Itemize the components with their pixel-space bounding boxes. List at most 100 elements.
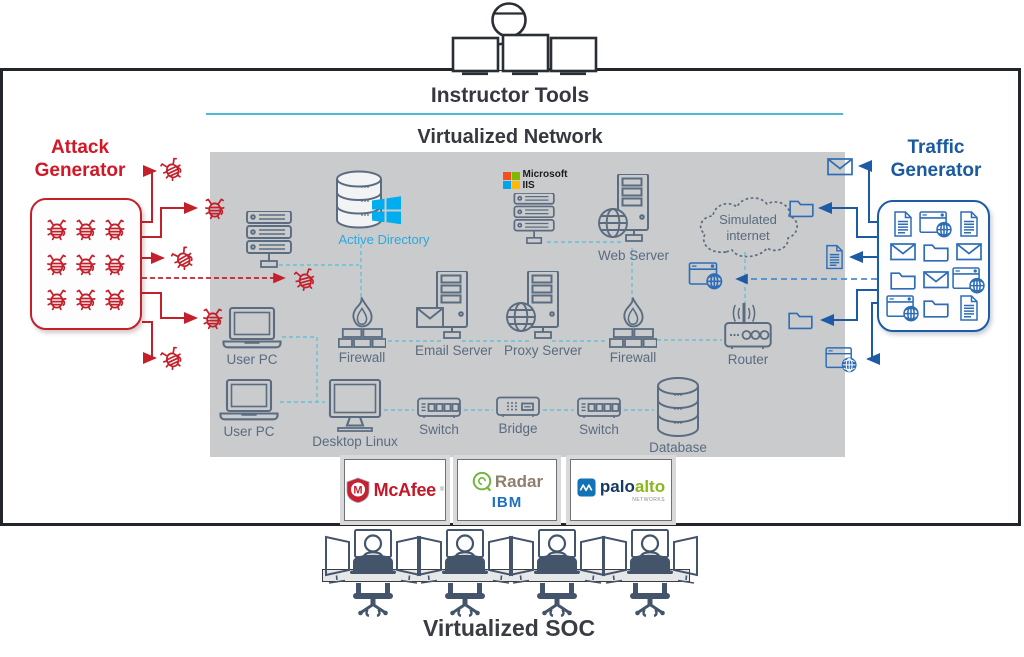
node-router: Router: [717, 300, 779, 368]
browser-globe-icon: [919, 210, 952, 237]
mcafee-logo-box: M McAfee®: [344, 459, 446, 521]
svg-text:M: M: [353, 485, 362, 497]
switch-icon: [417, 397, 461, 419]
switch-label: Switch: [419, 422, 459, 437]
browser-globe-icon: [688, 262, 723, 290]
bug-icon: [205, 198, 225, 220]
node-user-pc-bottom: User PC: [212, 378, 286, 440]
active-directory-icon: [336, 170, 401, 229]
browser-globe-icon: [886, 294, 919, 321]
envelope-icon: [827, 158, 853, 176]
database-label: Database: [649, 440, 707, 455]
node-active-directory: Active Directory: [334, 170, 434, 247]
firewall-icon: [609, 296, 657, 348]
paloalto-icon: [577, 477, 596, 497]
bug-icon: [76, 219, 96, 241]
ibm-wordmark: IBM: [491, 493, 523, 511]
paloalto-word1: palo: [599, 477, 635, 496]
paloalto-logo-box: paloalto NETWORKS: [570, 459, 672, 521]
user-pc-label: User PC: [223, 424, 275, 439]
document-icon: [893, 211, 912, 237]
iis-brand: Microsoft: [522, 169, 568, 180]
folder-icon: [788, 312, 813, 330]
switch-icon: [577, 397, 621, 419]
router-icon: [724, 301, 772, 350]
folder-icon: [922, 300, 949, 318]
paloalto-logo: paloalto NETWORKS: [577, 477, 666, 503]
node-desktop-linux: Desktop Linux: [312, 378, 398, 450]
document-icon: [959, 211, 978, 237]
qradar-wordmark: Radar: [494, 472, 544, 491]
node-iis: Microsoft IIS: [502, 169, 568, 245]
paloalto-word2: alto: [634, 477, 666, 496]
server-rack-icon: [246, 211, 292, 268]
mcafee-shield-icon: M: [346, 477, 370, 503]
soc-analyst-workstation: [508, 528, 606, 618]
divider-line: [206, 113, 843, 115]
mcafee-wordmark: McAfee: [373, 479, 437, 500]
instructor-figure: [451, 2, 598, 76]
node-simulated-internet: Simulated internet: [692, 186, 804, 266]
database-icon: [657, 377, 699, 437]
web-server-icon: [598, 174, 649, 242]
bug-icon: [105, 289, 125, 310]
attack-generator-title: Attack Generator: [34, 137, 126, 182]
laptop-icon: [219, 378, 279, 421]
firewall-icon: [338, 296, 386, 348]
router-label: Router: [727, 352, 769, 367]
qradar-q-icon: [472, 471, 492, 491]
node-proxy-server: Proxy Server: [504, 271, 583, 359]
bug-icon: [46, 219, 67, 241]
cloud-icon: [699, 197, 798, 258]
folder-icon: [889, 272, 916, 290]
bridge-label: Bridge: [498, 421, 538, 436]
node-database: Database: [648, 376, 708, 456]
envelope-icon: [889, 243, 916, 261]
envelope-icon: [955, 243, 982, 261]
soc-desk: [322, 569, 690, 582]
microsoft-iis-logo: Microsoft IIS: [502, 169, 568, 191]
bug-icon: [105, 219, 125, 241]
soc-analyst-workstation: [416, 528, 514, 618]
instructor-monitors-icon: [451, 33, 598, 73]
envelope-icon: [922, 271, 949, 289]
attack-generator-box: [30, 198, 142, 330]
virtualized-network-title: Virtualized Network: [417, 126, 603, 148]
bridge-icon: [496, 396, 540, 418]
document-icon: [826, 244, 843, 270]
traffic-generator-title: Traffic Generator: [890, 137, 982, 182]
virtualized-soc-title: Virtualized SOC: [422, 615, 596, 641]
node-switch-left: Switch: [409, 396, 469, 438]
node-firewall-right: Firewall: [603, 296, 663, 366]
node-email-server: Email Server: [415, 271, 493, 359]
traffic-generator-box: [877, 200, 990, 332]
microsoft-logo-icon: [502, 172, 520, 189]
document-icon: [959, 295, 978, 321]
windows-logo-icon: [372, 196, 401, 225]
email-server-label: Email Server: [415, 343, 493, 358]
browser-globe-icon: [952, 266, 985, 293]
firewall-label: Firewall: [609, 350, 657, 365]
node-user-pc-top: User PC: [215, 306, 289, 368]
proxy-server-label: Proxy Server: [504, 343, 583, 358]
switch-label: Switch: [579, 422, 619, 437]
node-switch-right: Switch: [569, 396, 629, 438]
bug-icon: [105, 254, 125, 276]
laptop-icon: [222, 306, 282, 349]
qradar-logo-box: Radar IBM: [457, 459, 557, 521]
soc-analyst-workstation: [601, 528, 699, 618]
instructor-tools-title: Instructor Tools: [430, 84, 590, 107]
server-rack-icon: [513, 193, 555, 245]
bug-icon: [46, 289, 67, 310]
email-server-icon: [416, 271, 468, 339]
desktop-linux-label: Desktop Linux: [312, 434, 398, 449]
iis-product: IIS: [522, 179, 535, 191]
node-web-server: Web Server: [598, 174, 669, 264]
user-pc-label: User PC: [226, 352, 278, 367]
folder-icon: [922, 244, 949, 262]
firewall-label: Firewall: [338, 350, 386, 365]
bug-icon: [76, 289, 96, 310]
proxy-server-icon: [506, 271, 559, 339]
simulated-internet-label: Simulated internet: [719, 212, 777, 244]
